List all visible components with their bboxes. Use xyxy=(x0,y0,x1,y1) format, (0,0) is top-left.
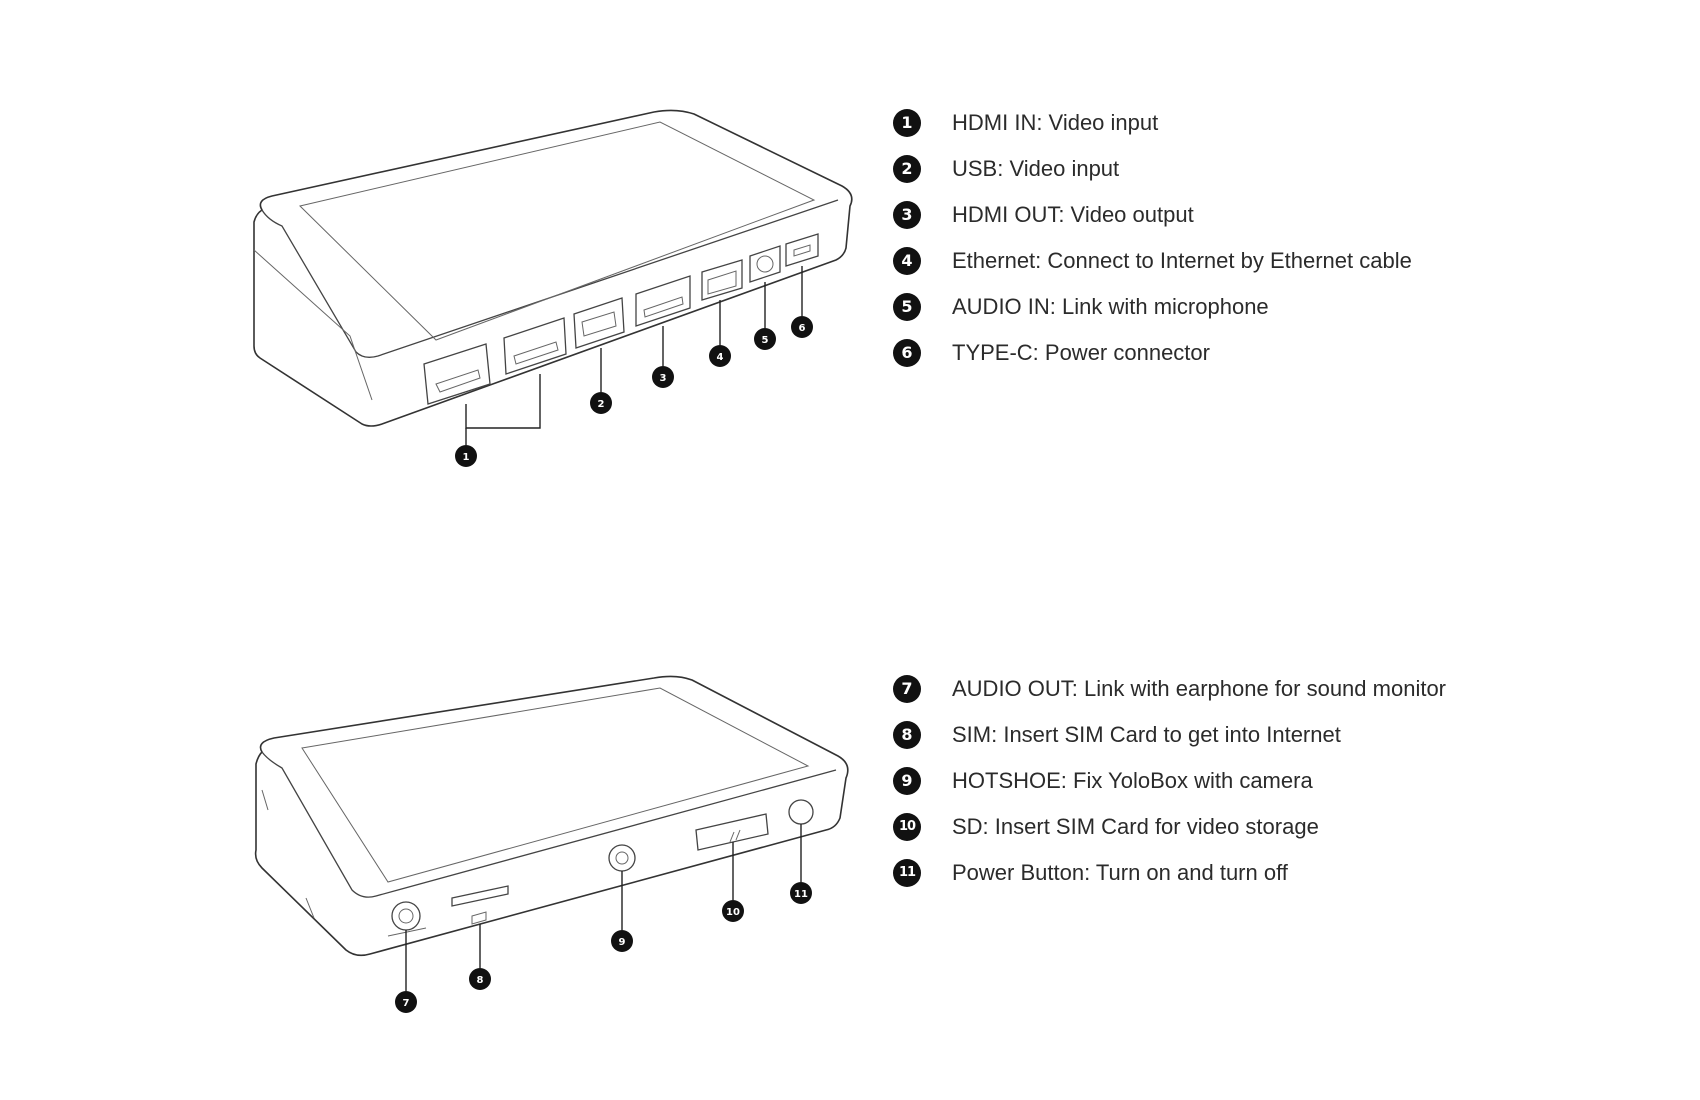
hdmi-in-port xyxy=(423,343,491,405)
top-device-ports xyxy=(423,233,819,405)
callout-3: 3 xyxy=(652,366,674,388)
audio-in-port xyxy=(749,245,781,283)
legend-item-audio-in: 5 AUDIO IN: Link with microphone xyxy=(893,284,1412,330)
legend-item-audio-out: 7 AUDIO OUT: Link with earphone for soun… xyxy=(893,666,1446,712)
svg-text:10: 10 xyxy=(726,907,740,918)
legend-label: SD: Insert SIM Card for video storage xyxy=(952,814,1319,839)
svg-text:6: 6 xyxy=(799,323,806,334)
legend-item-power-button: 11 Power Button: Turn on and turn off xyxy=(893,850,1446,896)
callout-10: 10 xyxy=(722,900,744,922)
bottom-device-top-face xyxy=(261,751,837,898)
legend-item-type-c: 6 TYPE-C: Power connector xyxy=(893,330,1412,376)
number-badge: 11 xyxy=(893,859,921,887)
legend-label: AUDIO IN: Link with microphone xyxy=(952,294,1269,319)
svg-text:11: 11 xyxy=(794,889,808,900)
sd-slot xyxy=(695,813,769,851)
hdmi-out-port xyxy=(635,275,691,327)
top-device-side-edge xyxy=(253,249,373,401)
callout-4: 4 xyxy=(709,345,731,367)
svg-text:8: 8 xyxy=(477,975,484,986)
callout-8: 8 xyxy=(469,968,491,990)
legend-label: HOTSHOE: Fix YoloBox with camera xyxy=(952,768,1313,793)
svg-text:4: 4 xyxy=(717,352,724,363)
bottom-device-screen xyxy=(301,687,810,883)
legend-item-hdmi-out: 3 HDMI OUT: Video output xyxy=(893,192,1412,238)
usb-port xyxy=(573,297,625,349)
number-badge: 5 xyxy=(893,293,921,321)
number-badge: 9 xyxy=(893,767,921,795)
legend-item-sd: 10 SD: Insert SIM Card for video storage xyxy=(893,804,1446,850)
legend-label: TYPE-C: Power connector xyxy=(952,340,1210,365)
legend-label: Power Button: Turn on and turn off xyxy=(952,860,1288,885)
number-badge: 3 xyxy=(893,201,921,229)
legend-label: USB: Video input xyxy=(952,156,1120,181)
legend-label: Ethernet: Connect to Internet by Etherne… xyxy=(952,248,1412,273)
legend-item-hdmi-in: 1 HDMI IN: Video input xyxy=(893,100,1412,146)
hdmi-in-port-2 xyxy=(503,317,567,375)
callout-2: 2 xyxy=(590,392,612,414)
legend-top: 1 HDMI IN: Video input 2 USB: Video inpu… xyxy=(893,100,1412,376)
bottom-device-leaders xyxy=(405,824,802,991)
bottom-device: 7 8 9 10 11 xyxy=(254,675,849,1013)
svg-text:7: 7 xyxy=(403,998,410,1009)
number-badge: 1 xyxy=(893,109,921,137)
number-badge: 10 xyxy=(893,813,921,841)
number-badge: 4 xyxy=(893,247,921,275)
legend-label: HDMI IN: Video input xyxy=(952,110,1159,135)
callout-1: 1 xyxy=(455,445,477,467)
legend-item-usb: 2 USB: Video input xyxy=(893,146,1412,192)
legend-label: AUDIO OUT: Link with earphone for sound … xyxy=(952,676,1447,701)
callout-9: 9 xyxy=(611,930,633,952)
svg-text:3: 3 xyxy=(660,373,667,384)
legend-label: SIM: Insert SIM Card to get into Interne… xyxy=(952,722,1341,747)
number-badge: 8 xyxy=(893,721,921,749)
svg-text:5: 5 xyxy=(762,335,769,346)
svg-text:9: 9 xyxy=(619,937,626,948)
top-device-leaders xyxy=(465,266,803,445)
top-device-screen xyxy=(299,121,816,341)
type-c-port xyxy=(785,233,819,267)
top-device: 1 2 3 4 5 6 xyxy=(253,109,853,467)
callout-5: 5 xyxy=(754,328,776,350)
legend-label: HDMI OUT: Video output xyxy=(952,202,1194,227)
sim-slot xyxy=(451,885,509,907)
callout-11: 11 xyxy=(790,882,812,904)
top-device-body xyxy=(253,109,853,427)
ethernet-port xyxy=(701,259,743,301)
legend-item-ethernet: 4 Ethernet: Connect to Internet by Ether… xyxy=(893,238,1412,284)
svg-text:1: 1 xyxy=(463,452,470,463)
number-badge: 6 xyxy=(893,339,921,367)
bottom-device-ports xyxy=(387,799,814,937)
callout-6: 6 xyxy=(791,316,813,338)
number-badge: 2 xyxy=(893,155,921,183)
bottom-device-body xyxy=(254,675,849,957)
callout-7: 7 xyxy=(395,991,417,1013)
legend-bottom: 7 AUDIO OUT: Link with earphone for soun… xyxy=(893,666,1446,896)
legend-item-sim: 8 SIM: Insert SIM Card to get into Inter… xyxy=(893,712,1446,758)
legend-item-hotshoe: 9 HOTSHOE: Fix YoloBox with camera xyxy=(893,758,1446,804)
number-badge: 7 xyxy=(893,675,921,703)
svg-text:2: 2 xyxy=(598,399,605,410)
